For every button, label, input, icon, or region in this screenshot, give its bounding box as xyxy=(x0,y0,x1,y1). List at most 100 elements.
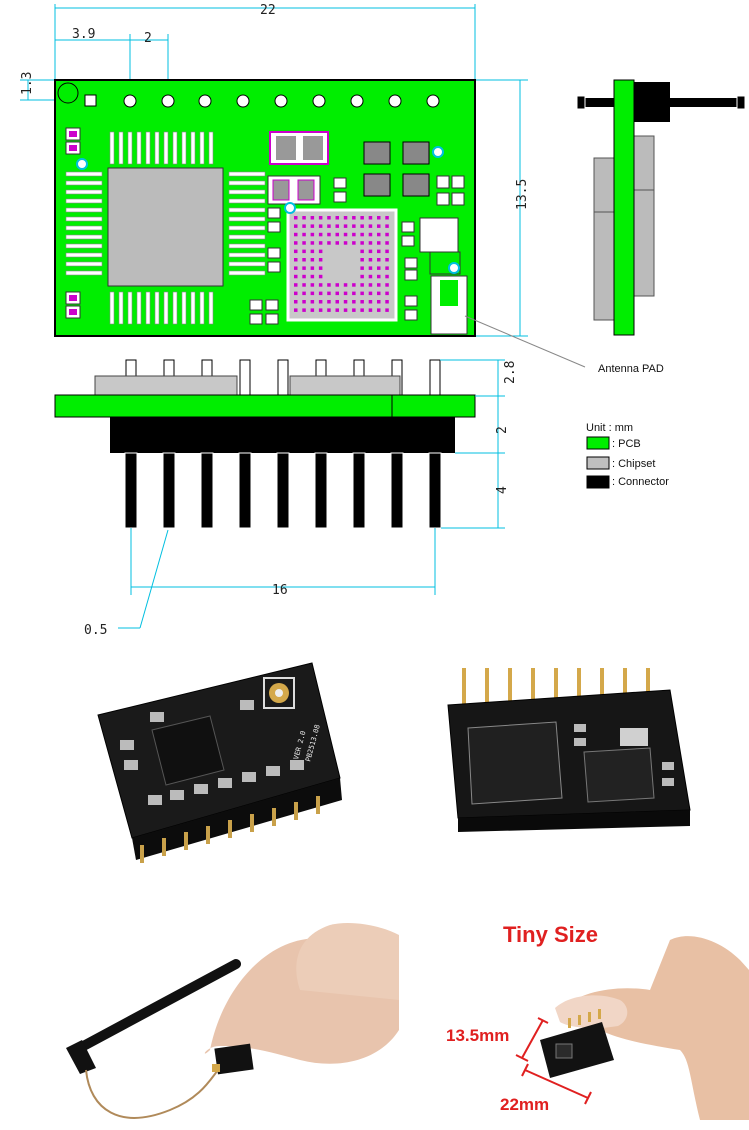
legend-swatch-pcb xyxy=(586,436,610,450)
bga-ball xyxy=(318,291,323,296)
bga-ball xyxy=(385,291,389,296)
bga-ball xyxy=(343,216,348,220)
bga-ball xyxy=(310,274,315,279)
photo-hand-antenna xyxy=(66,923,399,1119)
bga-ball xyxy=(310,266,315,270)
bga-ball xyxy=(343,283,348,287)
legend-label-chipset: : Chipset xyxy=(612,458,655,470)
bga-ball xyxy=(377,258,381,262)
bga-ball xyxy=(294,241,298,245)
bga-ball xyxy=(377,216,381,220)
bga-ball xyxy=(360,232,364,237)
bga-ball xyxy=(327,291,331,296)
dim-height: 13.5 xyxy=(515,179,530,210)
bga-ball xyxy=(352,232,356,237)
dim-pin-span: 16 xyxy=(272,583,288,598)
bga-ball xyxy=(294,274,298,279)
bga-ball xyxy=(335,241,339,245)
bga-ball xyxy=(294,258,298,262)
bga-ball xyxy=(385,300,389,304)
bga-ball xyxy=(335,308,339,312)
bga-ball xyxy=(318,224,323,228)
bga-ball xyxy=(318,216,323,220)
bga-ball xyxy=(318,258,323,262)
bga-ball xyxy=(360,249,364,254)
bga-ball xyxy=(318,300,323,304)
bga-ball xyxy=(335,291,339,296)
pin1-marker xyxy=(57,82,79,104)
bga-ball xyxy=(352,300,356,304)
bga-ball xyxy=(327,224,331,228)
photo-module-bottom: VER 2.0 PB2513.08 xyxy=(97,662,342,863)
front-dimension-lines xyxy=(118,359,505,629)
bga-ball xyxy=(310,258,315,262)
photo-module-top xyxy=(447,668,691,832)
bga-ball xyxy=(335,283,339,287)
bga-ball xyxy=(294,266,298,270)
bga-ball xyxy=(318,266,323,270)
bga-ball xyxy=(385,283,389,287)
legend-swatch-connector xyxy=(586,475,610,489)
bga-ball xyxy=(302,274,306,279)
bga-ball xyxy=(327,241,331,245)
bga-ball xyxy=(368,224,373,228)
bga-ball xyxy=(360,258,364,262)
bga-ball xyxy=(310,249,315,254)
legend: Unit : mm : PCB : Chipset : Connector xyxy=(586,422,669,489)
bga-ball xyxy=(302,216,306,220)
bga-ball xyxy=(335,232,339,237)
bga-ball xyxy=(385,266,389,270)
bga-ball xyxy=(343,224,348,228)
dim-pin-width: 0.5 xyxy=(84,623,107,638)
bga-ball xyxy=(352,291,356,296)
bga-ball xyxy=(368,258,373,262)
bga-ball xyxy=(360,308,364,312)
dim-pitch: 2 xyxy=(144,31,152,46)
bga-ball xyxy=(360,266,364,270)
bga-ball xyxy=(310,232,315,237)
bga-ball xyxy=(352,283,356,287)
bga-ball xyxy=(368,283,373,287)
bga-ball xyxy=(352,308,356,312)
bga-ball xyxy=(318,232,323,237)
smd-components xyxy=(65,127,468,335)
bga-ball xyxy=(302,308,306,312)
bga-ball xyxy=(377,266,381,270)
bga-ball xyxy=(385,308,389,312)
bga-ball xyxy=(385,258,389,262)
bga-ball xyxy=(377,232,381,237)
bga-ball xyxy=(335,216,339,220)
bga-ball xyxy=(302,249,306,254)
bga-ball xyxy=(385,216,389,220)
bga-ball xyxy=(368,291,373,296)
bga-ball xyxy=(318,283,323,287)
bga-ball xyxy=(377,283,381,287)
bga-ball xyxy=(310,291,315,296)
bga-ball xyxy=(327,216,331,220)
bga-ball xyxy=(343,232,348,237)
bga-ball xyxy=(310,308,315,312)
bga-ball xyxy=(310,224,315,228)
bga-ball xyxy=(302,224,306,228)
bga-ball xyxy=(327,232,331,237)
bga-ball xyxy=(352,241,356,245)
bga-ball xyxy=(368,274,373,279)
legend-title: Unit : mm xyxy=(586,422,633,434)
bga-ball xyxy=(302,291,306,296)
antenna-pad-pointer xyxy=(464,315,586,368)
bga-ball xyxy=(302,258,306,262)
bga-ball xyxy=(360,274,364,279)
bga-ball xyxy=(352,224,356,228)
bga-ball xyxy=(368,232,373,237)
bga-ball xyxy=(385,274,389,279)
legend-label-pcb: : PCB xyxy=(612,438,641,450)
bga-ball xyxy=(318,308,323,312)
bga-ball xyxy=(385,232,389,237)
bga-ball xyxy=(385,224,389,228)
bga-ball xyxy=(302,283,306,287)
bga-ball xyxy=(368,266,373,270)
bga-ball xyxy=(318,249,323,254)
bga-ball xyxy=(343,300,348,304)
bga-ball xyxy=(327,300,331,304)
